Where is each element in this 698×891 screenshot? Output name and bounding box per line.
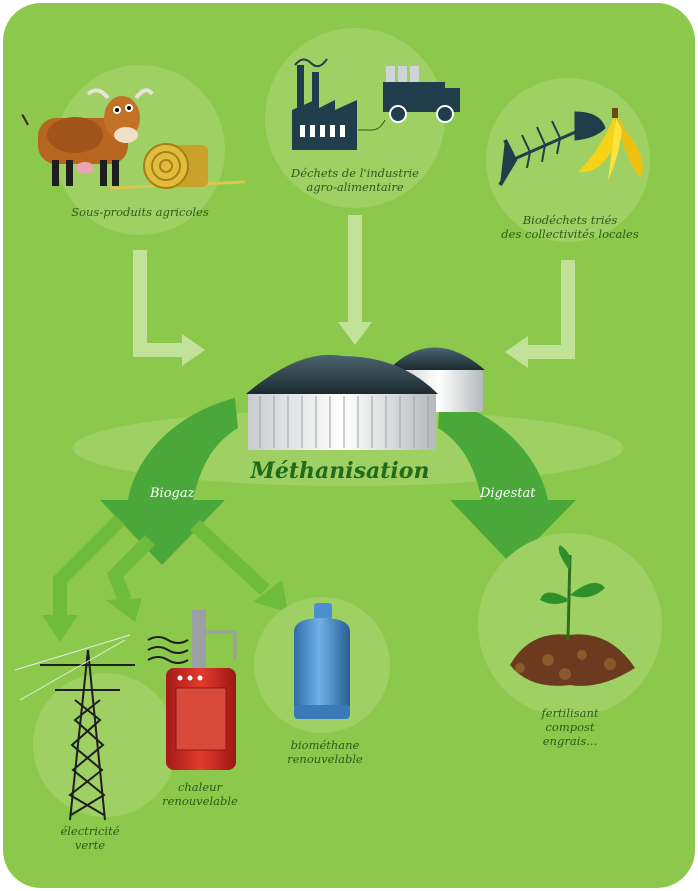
digestate-arrow xyxy=(438,398,576,565)
hay-bale-icon xyxy=(109,143,246,190)
biogas-label: Biogaz xyxy=(150,486,195,501)
label-biowaste: Biodéchets triés des collectivités local… xyxy=(501,213,639,241)
biogas-arrow xyxy=(100,398,238,565)
plant-icon xyxy=(510,545,635,686)
cow-icon xyxy=(21,88,154,186)
biogas-split-arrowheads xyxy=(42,580,288,642)
label-agricultural: Sous-produits agricoles xyxy=(71,205,209,219)
gas-bottle-icon xyxy=(294,603,350,719)
input-circle-agricultural xyxy=(55,65,225,235)
input-arrows xyxy=(133,215,575,359)
truck-icon xyxy=(383,66,460,123)
fish-skeleton-icon xyxy=(498,111,606,187)
digestate-label: Digestat xyxy=(480,486,536,501)
label-heat: chaleur renouvelable xyxy=(162,780,238,808)
banana-peel-icon xyxy=(578,108,643,180)
label-industry: Déchets de l'industrie agro-alimentaire xyxy=(291,166,419,194)
label-electricity: électricité verte xyxy=(60,824,120,852)
label-fertiliser: fertilisant compost engrais... xyxy=(541,706,599,748)
output-circle-electricity xyxy=(33,673,177,817)
digester-icon xyxy=(246,347,485,450)
input-arrowheads xyxy=(182,322,528,368)
pylon-icon xyxy=(14,634,135,821)
boiler-icon xyxy=(147,610,237,770)
factory-icon xyxy=(292,58,357,150)
input-circle-biowaste xyxy=(486,78,650,242)
label-biomethane: biométhane renouvelable xyxy=(287,738,363,766)
diagram-title: Méthanisation xyxy=(250,458,430,484)
biogas-split-arrows xyxy=(53,515,270,620)
